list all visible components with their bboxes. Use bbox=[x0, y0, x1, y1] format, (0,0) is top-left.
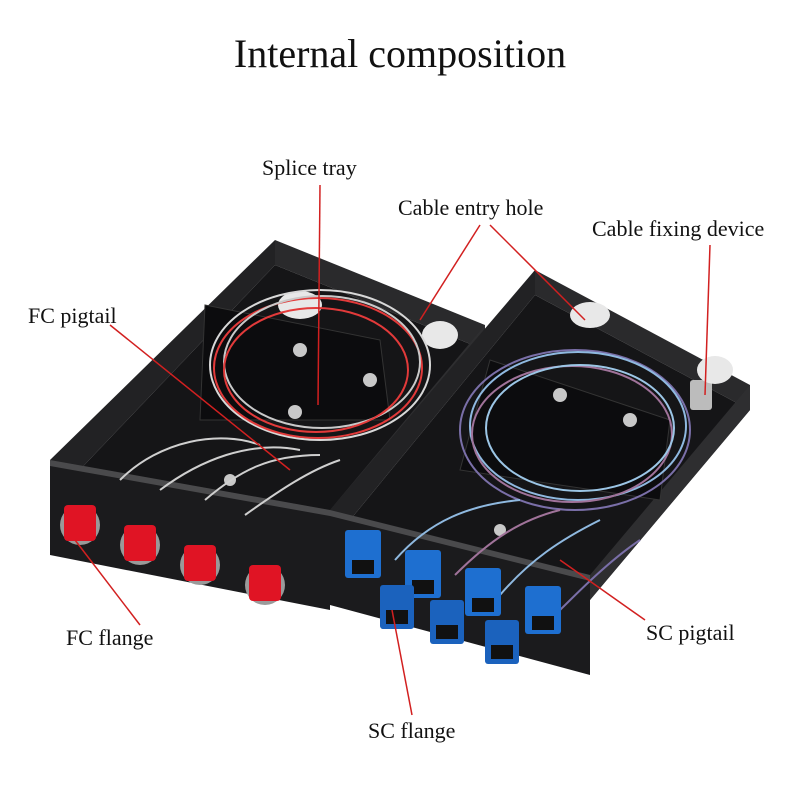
label-fc-pigtail: FC pigtail bbox=[28, 303, 117, 328]
label-fc-flange: FC flange bbox=[66, 625, 154, 650]
leader-splice-tray bbox=[317, 184, 321, 406]
label-cable-entry-hole: Cable entry hole bbox=[398, 195, 544, 220]
leader-cable-entry-left bbox=[419, 224, 481, 321]
leader-cable-entry-right bbox=[489, 224, 586, 321]
label-sc-flange: SC flange bbox=[368, 718, 456, 743]
label-sc-pigtail: SC pigtail bbox=[646, 620, 735, 645]
leader-lines bbox=[74, 184, 711, 716]
fc-splice-tray bbox=[199, 304, 391, 421]
leader-fc-pigtail bbox=[109, 324, 291, 471]
fc-pigtail-fibers bbox=[119, 289, 431, 516]
sc-flanges bbox=[345, 530, 561, 664]
leader-fc-flange bbox=[74, 539, 141, 626]
fc-flanges bbox=[60, 505, 285, 605]
label-cable-fixing-device: Cable fixing device bbox=[592, 216, 765, 241]
label-splice-tray: Splice tray bbox=[262, 155, 357, 180]
leader-sc-pigtail bbox=[559, 559, 646, 621]
leader-sc-flange bbox=[391, 609, 413, 716]
diagram-title: Internal composition bbox=[233, 31, 567, 76]
leader-cable-fixing bbox=[704, 244, 711, 396]
sc-terminal-box bbox=[330, 270, 750, 675]
